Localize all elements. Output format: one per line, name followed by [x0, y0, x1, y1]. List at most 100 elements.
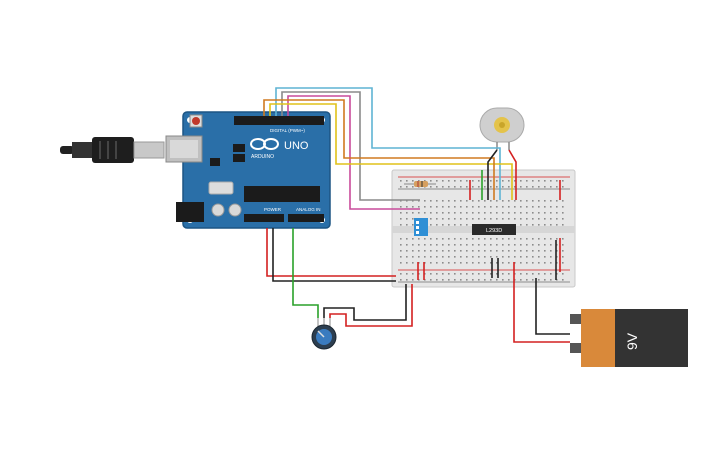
breadboard-hole: [526, 224, 528, 226]
breadboard-hole: [538, 238, 540, 240]
breadboard-hole: [400, 180, 402, 182]
breadboard-hole: [442, 250, 444, 252]
arduino-uno-board[interactable]: ARDUINO UNO DIGITAL (PWM~) POWER ANALOG …: [165, 111, 331, 229]
breadboard-hole: [454, 273, 456, 275]
breadboard-hole: [472, 273, 474, 275]
breadboard-hole: [472, 200, 474, 202]
breadboard-hole: [502, 180, 504, 182]
breadboard-hole: [436, 262, 438, 264]
breadboard-hole: [508, 279, 510, 281]
breadboard-hole: [430, 200, 432, 202]
l293d-chip[interactable]: L293D: [472, 224, 516, 235]
dip-switch-icon[interactable]: [414, 218, 428, 236]
wire-red-5v: [266, 228, 396, 277]
breadboard-hole: [400, 218, 402, 220]
breadboard-hole: [490, 244, 492, 246]
breadboard-hole: [430, 250, 432, 252]
breadboard-hole: [466, 186, 468, 188]
breadboard-hole: [562, 186, 564, 188]
breadboard-hole: [514, 250, 516, 252]
breadboard-hole: [520, 218, 522, 220]
breadboard-hole: [484, 244, 486, 246]
breadboard-hole: [466, 273, 468, 275]
breadboard-hole: [496, 218, 498, 220]
breadboard-hole: [502, 279, 504, 281]
breadboard-hole: [514, 212, 516, 214]
breadboard-hole: [460, 273, 462, 275]
breadboard-hole: [400, 244, 402, 246]
breadboard-hole: [526, 262, 528, 264]
breadboard-hole: [556, 224, 558, 226]
breadboard-hole: [484, 218, 486, 220]
breadboard-hole: [424, 244, 426, 246]
breadboard-hole: [490, 273, 492, 275]
breadboard-hole: [400, 238, 402, 240]
breadboard-hole: [436, 238, 438, 240]
breadboard-hole: [406, 244, 408, 246]
breadboard-hole: [430, 224, 432, 226]
battery-9v[interactable]: 9V: [570, 309, 688, 367]
breadboard-hole: [520, 212, 522, 214]
breadboard-hole: [508, 250, 510, 252]
breadboard-hole: [472, 262, 474, 264]
breadboard-hole: [490, 238, 492, 240]
breadboard-hole: [418, 256, 420, 258]
wire-black-gnd: [272, 228, 396, 282]
breadboard-hole: [478, 262, 480, 264]
breadboard-hole: [562, 262, 564, 264]
breadboard-hole: [454, 279, 456, 281]
potentiometer-icon[interactable]: [311, 318, 337, 350]
breadboard-hole: [520, 262, 522, 264]
breadboard-hole: [514, 186, 516, 188]
breadboard-hole: [556, 200, 558, 202]
breadboard-hole: [442, 206, 444, 208]
breadboard-hole: [460, 262, 462, 264]
chip-label: L293D: [486, 228, 502, 234]
breadboard-hole: [544, 224, 546, 226]
breadboard-hole: [508, 212, 510, 214]
power-header-label: POWER: [264, 207, 282, 212]
breadboard-hole: [442, 218, 444, 220]
breadboard-hole: [460, 224, 462, 226]
breadboard-hole: [496, 279, 498, 281]
breadboard-hole: [472, 256, 474, 258]
breadboard-hole: [466, 262, 468, 264]
breadboard-hole: [448, 186, 450, 188]
breadboard-hole: [526, 238, 528, 240]
breadboard-hole: [550, 244, 552, 246]
breadboard-hole: [472, 186, 474, 188]
breadboard-hole: [406, 218, 408, 220]
breadboard-hole: [490, 180, 492, 182]
breadboard-hole: [400, 262, 402, 264]
breadboard-hole: [538, 244, 540, 246]
breadboard-hole: [442, 238, 444, 240]
breadboard-hole: [562, 273, 564, 275]
breadboard-hole: [502, 186, 504, 188]
wire-cyan: [275, 87, 501, 200]
breadboard-hole: [508, 262, 510, 264]
resistor-icon[interactable]: [404, 181, 436, 187]
breadboard-hole: [400, 186, 402, 188]
breadboard-hole: [406, 279, 408, 281]
breadboard-hole: [418, 212, 420, 214]
breadboard-hole: [442, 200, 444, 202]
breadboard-hole: [430, 180, 432, 182]
breadboard-hole: [502, 238, 504, 240]
breadboard-hole: [406, 224, 408, 226]
breadboard-hole: [526, 250, 528, 252]
breadboard-hole: [508, 273, 510, 275]
breadboard-hole: [532, 186, 534, 188]
breadboard-hole: [562, 256, 564, 258]
wire-battery-black: [535, 278, 570, 335]
breadboard-hole: [544, 262, 546, 264]
breadboard-hole: [550, 279, 552, 281]
breadboard-hole: [442, 180, 444, 182]
dc-motor-icon[interactable]: [479, 107, 525, 150]
breadboard-hole: [436, 180, 438, 182]
breadboard-hole: [532, 244, 534, 246]
wire-motor-black: [487, 149, 498, 200]
breadboard-hole: [406, 186, 408, 188]
breadboard-hole: [484, 279, 486, 281]
breadboard-hole: [502, 262, 504, 264]
breadboard-hole: [490, 256, 492, 258]
